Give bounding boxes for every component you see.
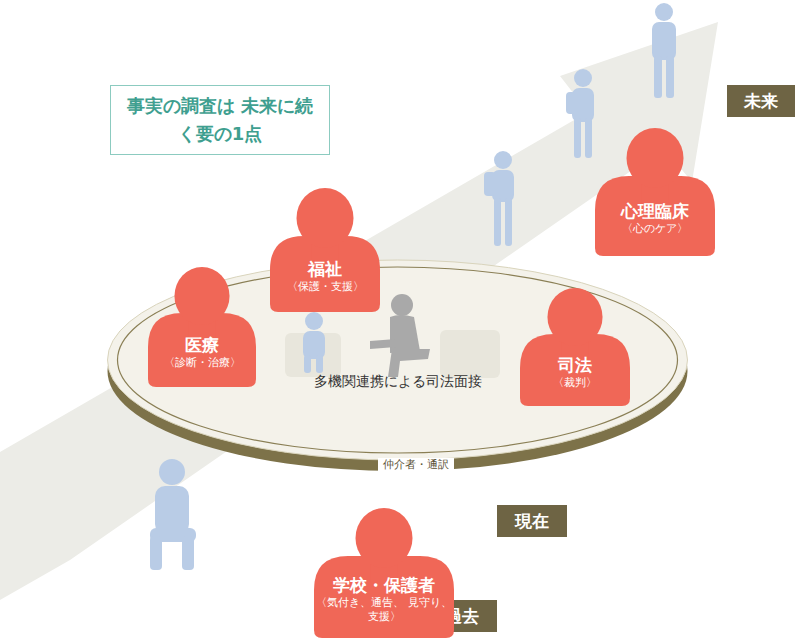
role-person: 司法〈裁判〉 [520,288,630,406]
message-box: 事実の調査は 未来に続く要の1点 [110,85,330,155]
role-person: 医療〈診断・治療〉 [148,267,256,387]
role-person: 福祉〈保護・支援〉 [270,188,380,312]
role-detail: 〈裁判〉 [553,376,597,390]
role-name: 医療 [185,334,219,356]
role-detail: 〈診断・治療〉 [164,356,241,370]
interview-figures [285,294,500,378]
role-text-area: 福祉〈保護・支援〉 [270,240,380,312]
time-label: 現在 [515,510,549,533]
person-shape [595,128,715,256]
person-shape [270,188,380,312]
rim-label: 仲介者・通訳 [378,458,454,472]
role-text-area: 医療〈診断・治療〉 [148,317,256,387]
person-shape [148,267,256,387]
role-text-area: 学校・保護者〈気付き、通告、 見守り、支援〉 [314,560,454,638]
role-detail: 〈気付き、通告、 見守り、支援〉 [314,596,454,625]
time-label: 未来 [744,90,778,113]
time-tag: 現在 [497,505,567,537]
role-text-area: 心理臨床〈心のケア〉 [595,180,715,256]
role-name: 福祉 [308,258,342,280]
role-name: 学校・保護者 [333,574,435,596]
time-arrow-band [0,22,718,600]
role-text-area: 司法〈裁判〉 [520,338,630,406]
message-text: 事実の調査は 未来に続く要の1点 [125,92,315,148]
time-tag: 未来 [727,85,795,117]
role-name: 心理臨床 [621,200,689,222]
role-person: 心理臨床〈心のケア〉 [595,128,715,256]
role-detail: 〈保護・支援〉 [287,280,364,294]
role-name: 司法 [558,354,592,376]
role-person: 学校・保護者〈気付き、通告、 見守り、支援〉 [314,508,454,638]
role-detail: 〈心のケア〉 [622,222,688,236]
